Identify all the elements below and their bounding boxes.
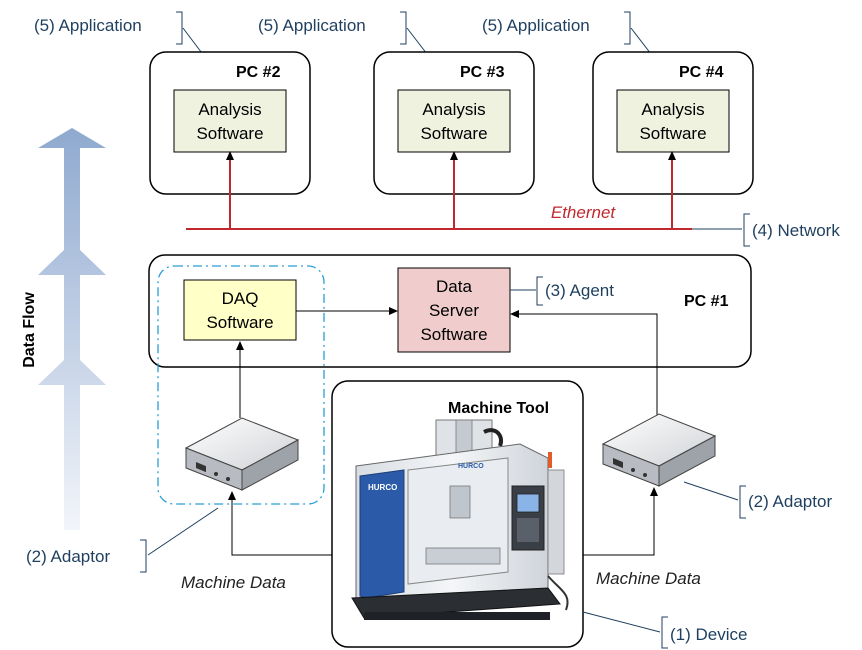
- svg-text:(5) Application: (5) Application: [482, 16, 590, 35]
- analysis-software-box-2: [173, 89, 287, 153]
- svg-text:Software: Software: [639, 124, 706, 143]
- svg-text:PC #3: PC #3: [460, 64, 505, 81]
- svg-text:Software: Software: [420, 124, 487, 143]
- ethernet-label: Ethernet: [551, 203, 617, 222]
- adaptor-daq-group: [157, 265, 325, 505]
- adaptor-label-left: (2) Adaptor: [26, 507, 219, 573]
- svg-text:(2) Adaptor: (2) Adaptor: [26, 547, 110, 566]
- adaptor-left-device: [184, 417, 300, 491]
- device-label: (1) Device: [582, 611, 747, 649]
- agent-label: (3) Agent: [510, 276, 614, 306]
- machine-data-arrow-right: [583, 487, 658, 556]
- svg-text:Analysis: Analysis: [641, 100, 704, 119]
- svg-text:(3) Agent: (3) Agent: [545, 281, 614, 300]
- svg-text:(1) Device: (1) Device: [670, 625, 747, 644]
- adaptor-label-right: (2) Adaptor: [683, 481, 832, 519]
- adaptor-right-device: [601, 413, 717, 487]
- pc-4-box: PC #4 Analysis Software: [592, 51, 754, 195]
- svg-text:Software: Software: [196, 124, 263, 143]
- svg-text:Software: Software: [420, 325, 487, 344]
- ethernet-bus: [186, 151, 692, 230]
- svg-text:(4) Network: (4) Network: [752, 221, 840, 240]
- svg-text:DAQ: DAQ: [222, 289, 259, 308]
- svg-text:PC #1: PC #1: [684, 293, 729, 310]
- svg-text:Data: Data: [436, 277, 472, 296]
- svg-text:Analysis: Analysis: [422, 100, 485, 119]
- data-flow-arrow: [38, 128, 106, 530]
- machine-tool-image: HURCO HURCO: [351, 419, 569, 620]
- machine-brand-logo: HURCO: [368, 483, 397, 492]
- adaptor-right-to-server-arrow: [510, 310, 658, 415]
- machine-data-label-right: Machine Data: [596, 569, 701, 588]
- svg-text:PC #2: PC #2: [236, 64, 281, 81]
- pc-3-box: PC #3 Analysis Software: [373, 51, 535, 195]
- svg-text:(5) Application: (5) Application: [258, 16, 366, 35]
- daq-software-box: DAQ Software: [183, 279, 297, 341]
- svg-text:Software: Software: [206, 313, 273, 332]
- svg-text:Server: Server: [429, 301, 479, 320]
- data-server-box: Data Server Software: [397, 267, 511, 353]
- machine-brand-logo-top: HURCO: [458, 463, 484, 470]
- analysis-software-box-3: [397, 89, 511, 153]
- machine-data-arrow-left: [228, 491, 332, 556]
- svg-text:Analysis: Analysis: [198, 100, 261, 119]
- network-label: (4) Network: [692, 213, 840, 247]
- analysis-software-box-4: [616, 89, 730, 153]
- svg-text:(2) Adaptor: (2) Adaptor: [748, 492, 832, 511]
- svg-text:(5) Application: (5) Application: [34, 16, 142, 35]
- machine-data-label-left: Machine Data: [181, 573, 286, 592]
- data-flow-label: Data Flow: [21, 292, 38, 368]
- svg-text:Machine Tool: Machine Tool: [448, 400, 549, 417]
- svg-text:PC #4: PC #4: [679, 64, 724, 81]
